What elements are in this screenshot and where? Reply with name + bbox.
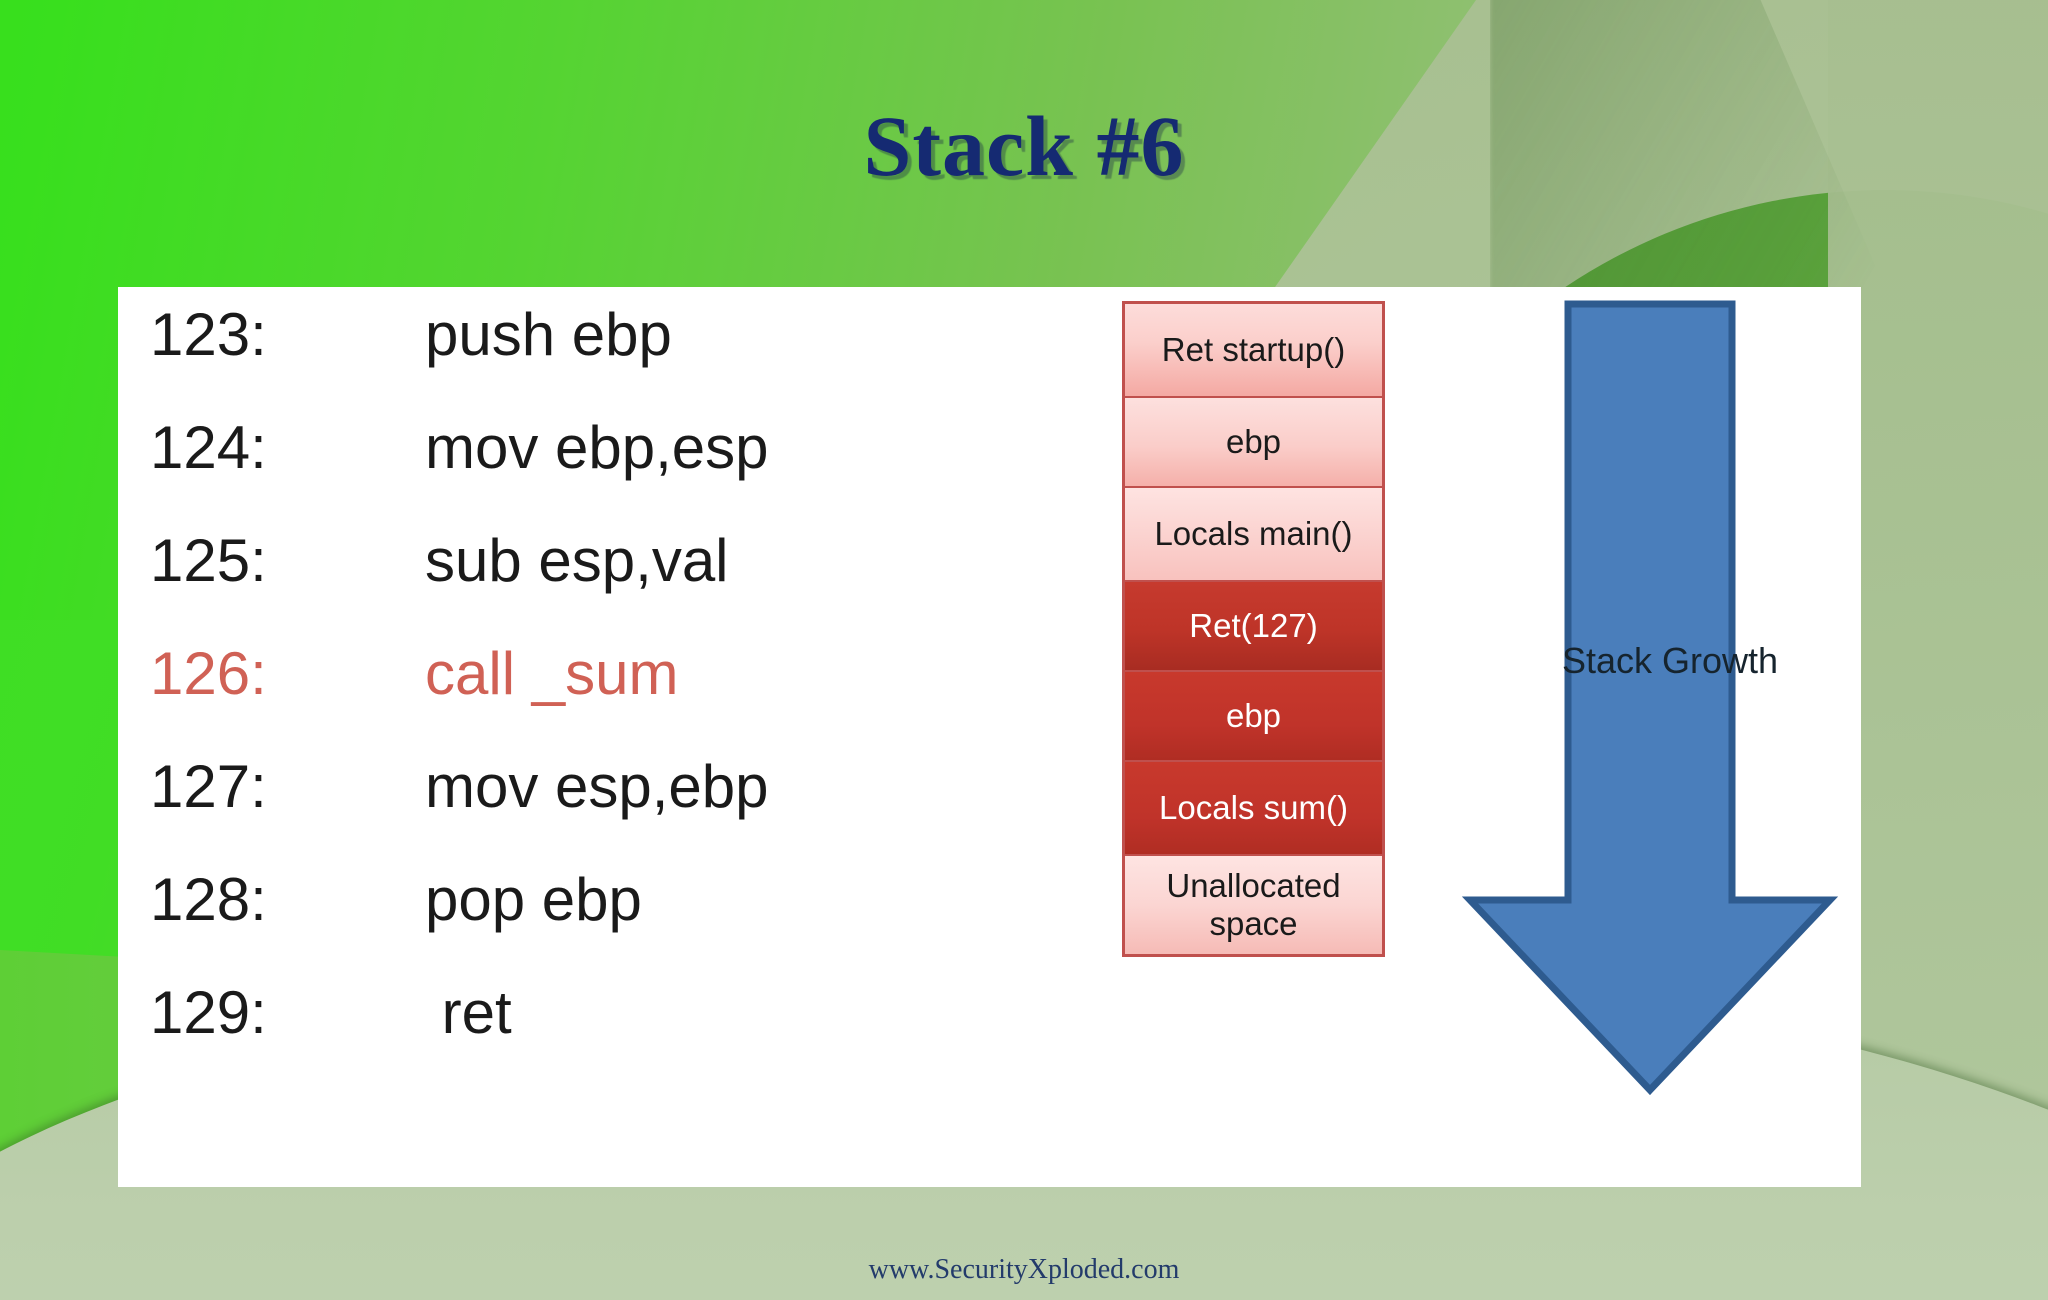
code-line: 125: sub esp,val xyxy=(150,526,769,639)
code-line-number: 127: xyxy=(150,753,267,820)
code-line-number: 124: xyxy=(150,414,267,481)
stack-frame-block: Locals sum() xyxy=(1124,761,1383,855)
code-line-instruction: ret xyxy=(425,979,512,1046)
code-line-number: 125: xyxy=(150,527,267,594)
code-line: 126: call _sum xyxy=(150,639,769,752)
assembly-code-listing: 123: push ebp 124: mov ebp,esp 125: sub esp,v… xyxy=(150,300,769,1091)
code-line-number: 129: xyxy=(150,979,267,1046)
stack-frame-block: ebp xyxy=(1124,671,1383,761)
code-line-instruction: pop ebp xyxy=(425,866,642,933)
code-line-number: 123: xyxy=(150,301,267,368)
stack-growth-arrow xyxy=(1461,300,1870,1150)
stack-frame-block: Locals main() xyxy=(1124,487,1383,581)
stack-frame-block: Ret startup() xyxy=(1124,303,1383,397)
stack-frame-block: Unallocated space xyxy=(1124,855,1383,955)
stack-frame-block: Ret(127) xyxy=(1124,581,1383,671)
stack-frame-block: ebp xyxy=(1124,397,1383,487)
page-title: Stack #6 xyxy=(863,98,1185,194)
footer-url: www.SecurityXploded.com xyxy=(868,1254,1180,1285)
code-line-instruction: push ebp xyxy=(425,301,672,368)
code-line-instruction: call _sum xyxy=(425,640,679,707)
stack-growth-label: Stack Growth xyxy=(1561,640,1779,681)
code-line-number: 126: xyxy=(150,640,267,707)
code-line: 127: mov esp,ebp xyxy=(150,752,769,865)
code-line-instruction: sub esp,val xyxy=(425,527,729,594)
code-line-instruction: mov esp,ebp xyxy=(425,753,769,820)
code-line: 123: push ebp xyxy=(150,300,769,413)
code-line: 128: pop ebp xyxy=(150,865,769,978)
code-line: 129: ret xyxy=(150,978,769,1091)
code-line: 124: mov ebp,esp xyxy=(150,413,769,526)
code-line-instruction: mov ebp,esp xyxy=(425,414,769,481)
code-line-number: 128: xyxy=(150,866,267,933)
